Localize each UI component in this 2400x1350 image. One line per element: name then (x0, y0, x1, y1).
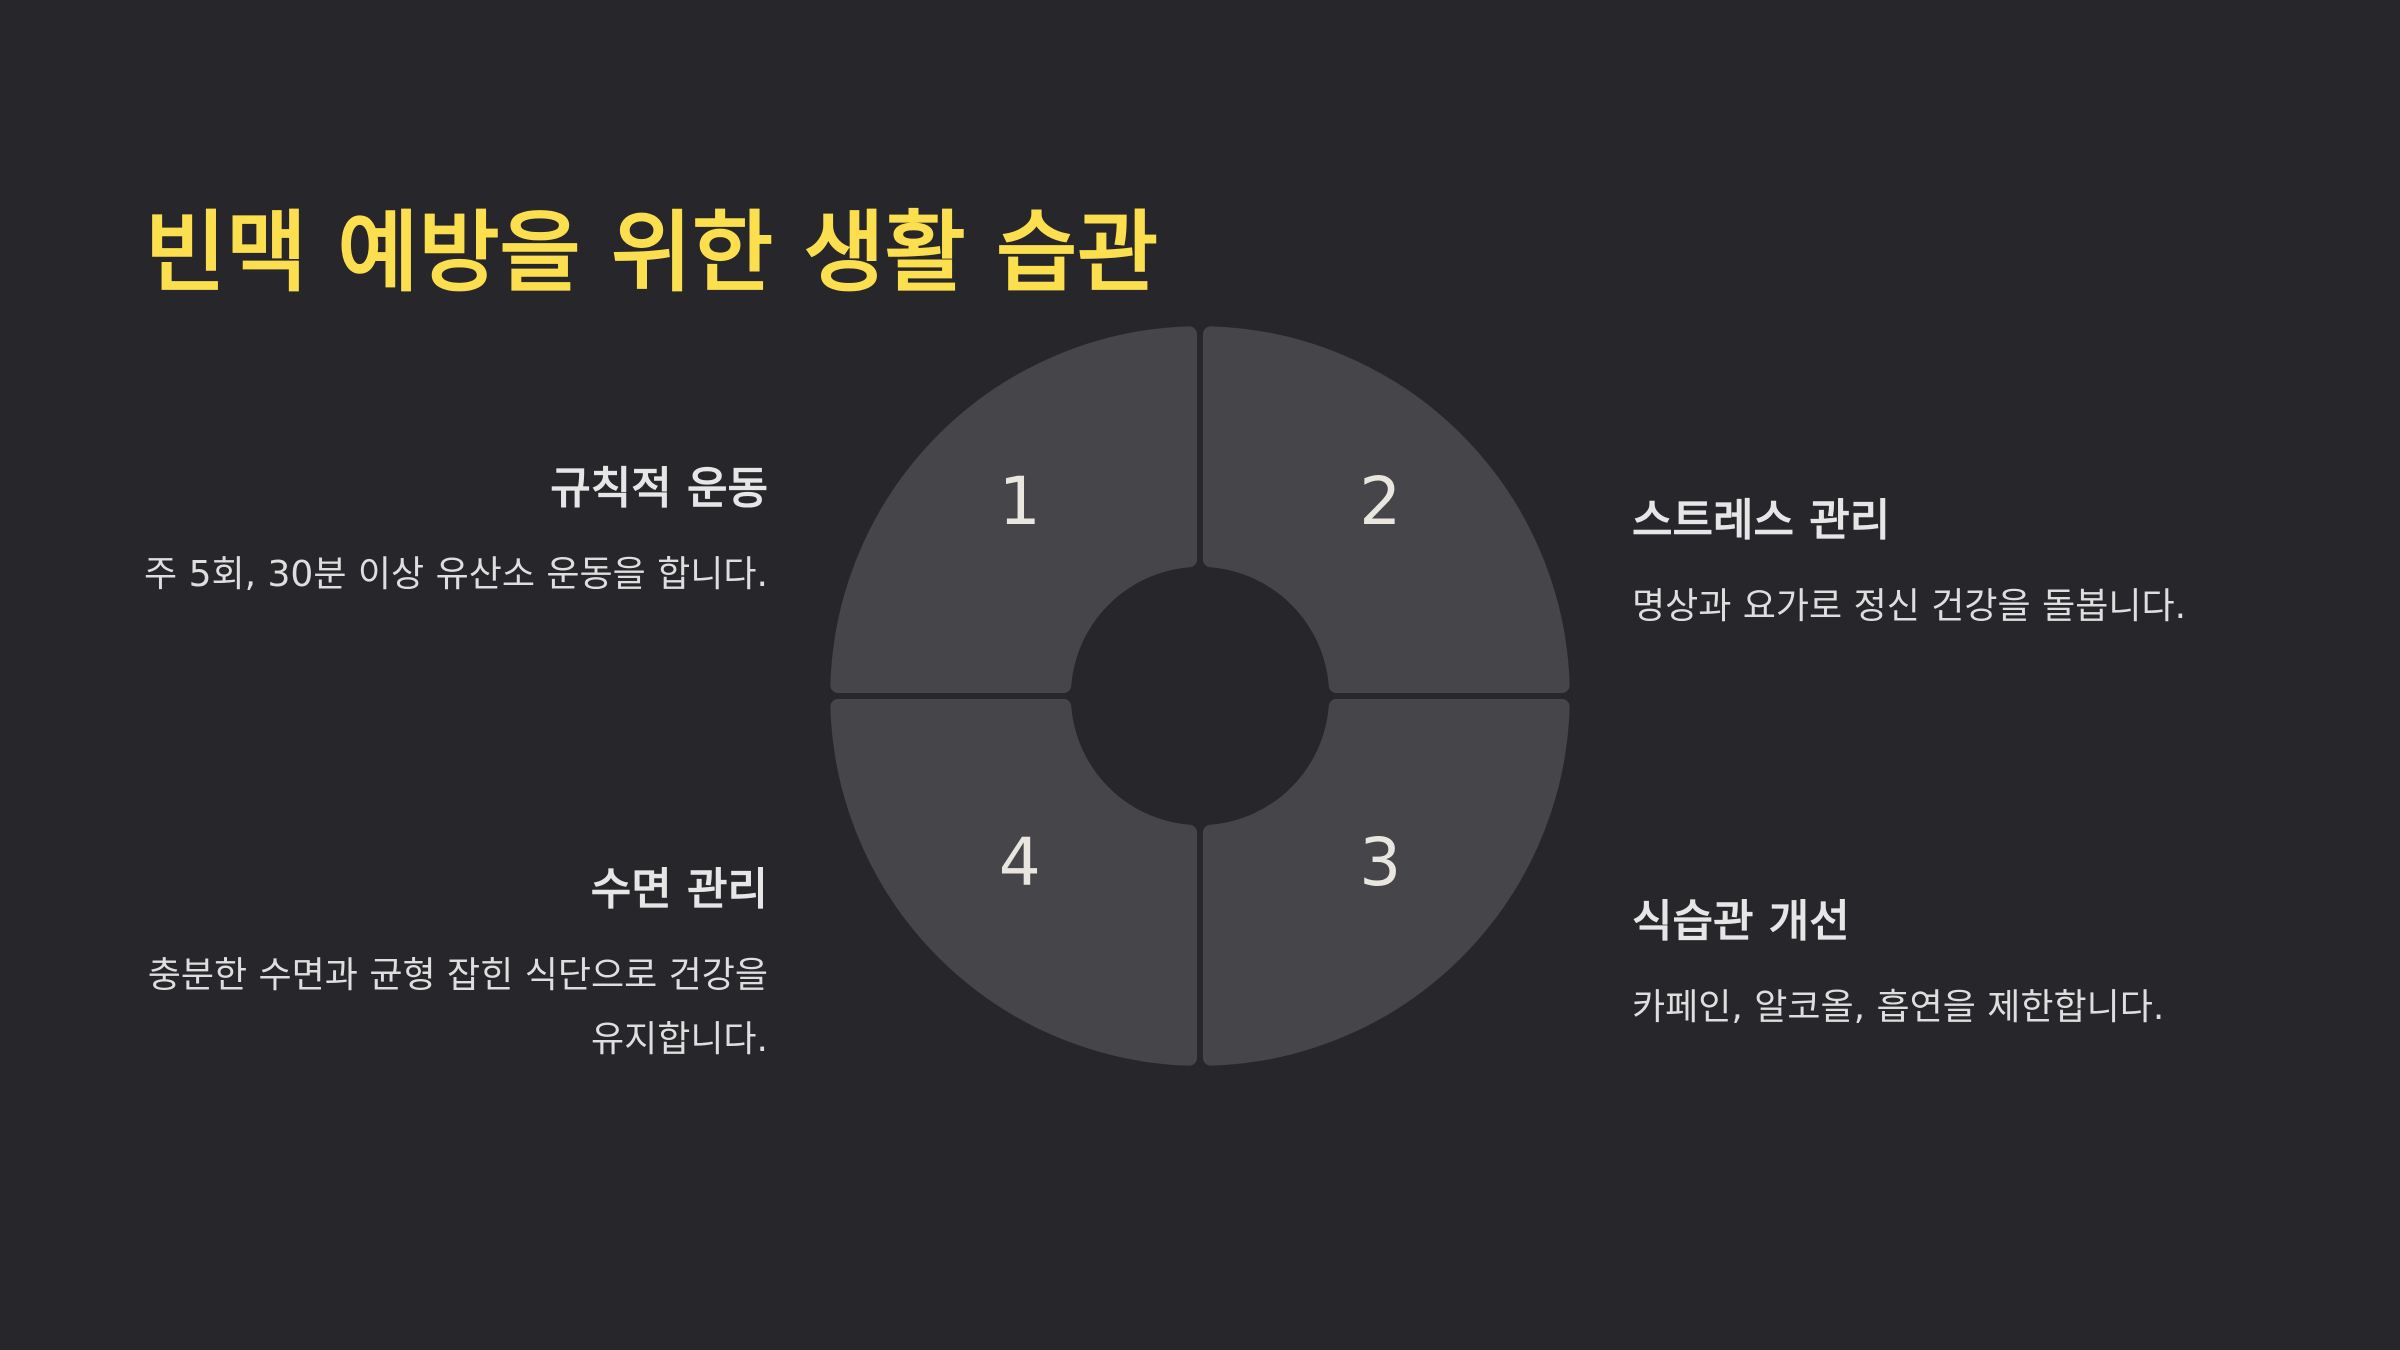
item-diet-improvement: 식습관 개선 카페인, 알코올, 흡연을 제한합니다. (1632, 893, 2272, 1040)
item-title: 스트레스 관리 (1632, 495, 1891, 546)
cycle-segment-3: 3 (1202, 698, 1570, 1066)
item-title: 식습관 개선 (1632, 896, 1850, 947)
item-description: 충분한 수면과 균형 잡힌 식단으로 건강을 유지합니다. (147, 955, 768, 1061)
cycle-segment-2: 2 (1202, 326, 1570, 694)
cycle-segment-4: 4 (830, 698, 1198, 1066)
segment-shape (1202, 698, 1570, 1066)
segment-number: 3 (1359, 824, 1401, 901)
item-title: 규칙적 운동 (550, 463, 768, 514)
segment-shape (830, 326, 1198, 694)
segment-number: 4 (999, 824, 1041, 901)
item-description: 명상과 요가로 정신 건강을 돌봅니다. (1632, 586, 2187, 628)
item-description: 카페인, 알코올, 흡연을 제한합니다. (1632, 987, 2165, 1029)
segment-shape (1202, 326, 1570, 694)
item-description: 주 5회, 30분 이상 유산소 운동을 합니다. (144, 554, 768, 596)
segment-number: 2 (1359, 463, 1401, 540)
segment-number: 1 (999, 463, 1041, 540)
item-sleep-management: 수면 관리 충분한 수면과 균형 잡힌 식단으로 건강을 유지합니다. (128, 861, 768, 1072)
segment-shape (830, 698, 1198, 1066)
page-title: 빈맥 예방을 위한 생활 습관 (145, 201, 1159, 304)
cycle-segment-1: 1 (830, 326, 1198, 694)
item-title: 수면 관리 (590, 864, 768, 915)
item-stress-management: 스트레스 관리 명상과 요가로 정신 건강을 돌봅니다. (1632, 492, 2272, 639)
item-regular-exercise: 규칙적 운동 주 5회, 30분 이상 유산소 운동을 합니다. (128, 460, 768, 607)
